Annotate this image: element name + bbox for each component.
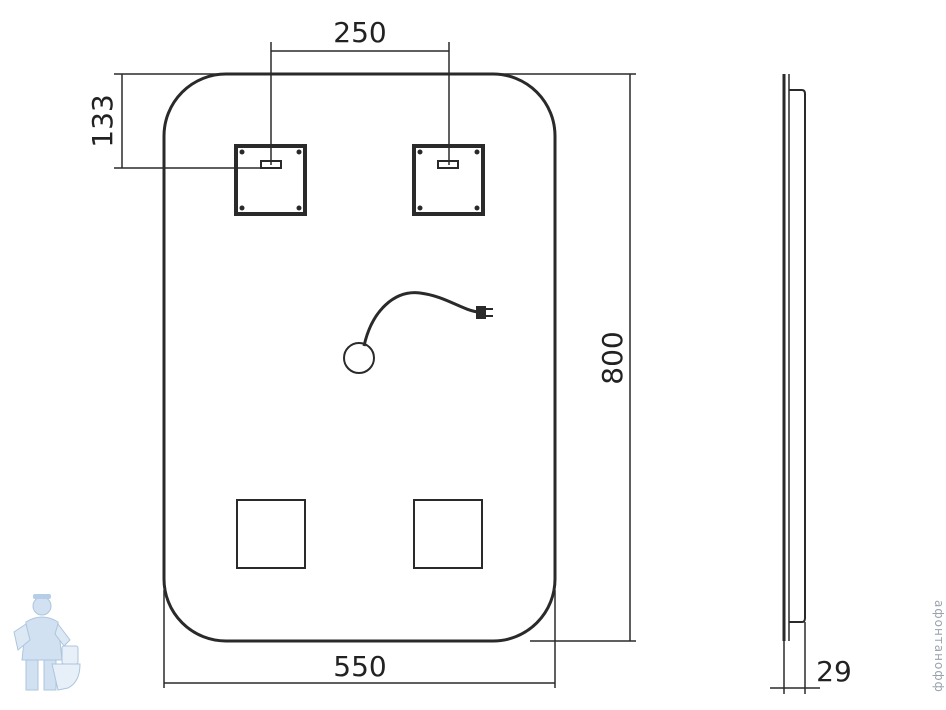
mirror-front-view xyxy=(162,72,557,643)
dimension-depth: 29 xyxy=(770,622,852,694)
cable-outlet xyxy=(343,342,375,374)
dimension-label-height: 800 xyxy=(596,331,629,384)
mirror-outline xyxy=(162,72,557,643)
watermark-text: афонтанофф xyxy=(932,600,946,693)
dimension-label-width: 550 xyxy=(333,650,386,683)
dimension-hole-spacing: 250 xyxy=(270,16,450,165)
mirror-side-view xyxy=(782,74,806,641)
bottom-pad-left xyxy=(236,499,306,569)
dimension-label-depth: 29 xyxy=(816,655,852,688)
dimension-top-offset: 133 xyxy=(86,73,263,169)
plug-icon xyxy=(476,306,493,319)
dimension-width: 550 xyxy=(163,590,556,688)
power-cable xyxy=(343,291,493,374)
dimension-label-hole-spacing: 250 xyxy=(333,16,386,49)
bottom-pad-right xyxy=(413,499,483,569)
dimension-height: 800 xyxy=(500,73,636,642)
plumber-mascot-icon xyxy=(13,594,81,691)
dimension-label-top-offset: 133 xyxy=(86,94,119,147)
